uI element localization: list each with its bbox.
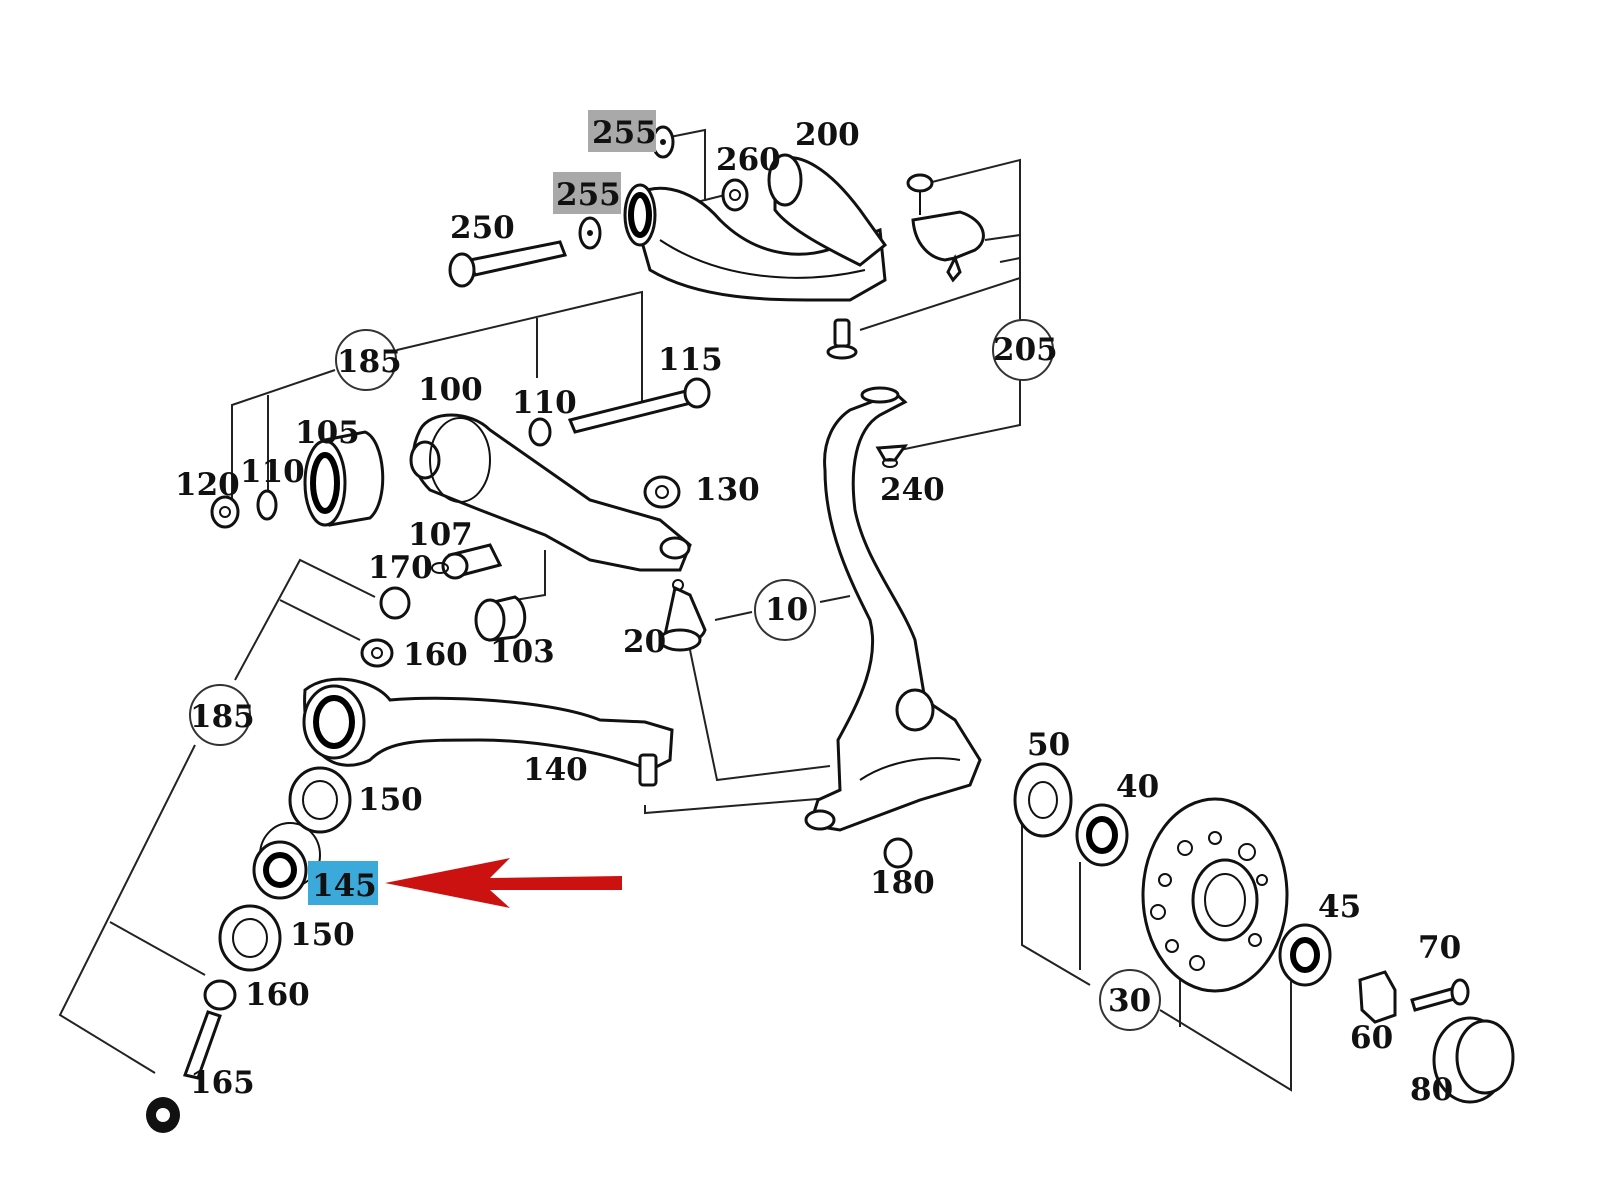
nut-170[interactable] (379, 586, 411, 620)
greyed-label-bg-255-lower (553, 172, 621, 214)
label-255-lower[interactable]: 255 (556, 177, 621, 213)
bushing-145-selected[interactable] (252, 822, 321, 900)
hub-cap-80[interactable] (1432, 1016, 1515, 1104)
nut-120[interactable] (210, 495, 240, 529)
bushing-150-upper[interactable] (288, 766, 352, 834)
bolt-250[interactable] (448, 240, 568, 288)
label-130[interactable]: 130 (695, 472, 760, 508)
label-105[interactable]: 105 (295, 415, 360, 451)
label-185-lower[interactable]: 185 (190, 699, 255, 735)
selected-label-bg-145 (308, 861, 378, 905)
bushing-107[interactable] (431, 543, 503, 580)
bearing-40[interactable] (1075, 803, 1129, 867)
nut-180[interactable] (883, 837, 913, 869)
label-255-top[interactable]: 255 (592, 115, 657, 151)
label-205[interactable]: 205 (993, 332, 1058, 368)
callout-circle-185-upper (335, 329, 397, 391)
label-80[interactable]: 80 (1410, 1072, 1453, 1108)
label-180[interactable]: 180 (870, 865, 935, 901)
callout-circle-10 (754, 579, 816, 641)
label-160-lower[interactable]: 160 (245, 977, 310, 1013)
upper-control-arm[interactable] (623, 153, 888, 302)
bolt-70[interactable] (1410, 978, 1470, 1012)
label-145[interactable]: 145 (312, 868, 377, 904)
label-115[interactable]: 115 (658, 342, 723, 378)
label-100[interactable]: 100 (418, 372, 483, 408)
label-170[interactable]: 170 (368, 550, 433, 586)
label-200[interactable]: 200 (795, 117, 860, 153)
nut-240[interactable] (875, 444, 909, 468)
label-150-lower[interactable]: 150 (290, 917, 355, 953)
label-45[interactable]: 45 (1318, 889, 1361, 925)
callout-circle-30 (1099, 969, 1161, 1031)
bushing-150-lower[interactable] (218, 904, 282, 972)
label-140[interactable]: 140 (523, 752, 588, 788)
bushing-103[interactable] (474, 595, 527, 642)
nut-130[interactable] (643, 475, 681, 509)
label-250[interactable]: 250 (450, 210, 515, 246)
pointer-arrow (385, 858, 622, 908)
bolt-115[interactable] (567, 377, 711, 434)
callout-circle-185-lower (189, 684, 251, 746)
nut-260[interactable] (721, 178, 749, 212)
part-labels: 255 255 260 200 250 205 185 115 100 110 … (175, 115, 1461, 1108)
label-103[interactable]: 103 (490, 634, 555, 670)
bolt-165[interactable] (146, 1010, 222, 1133)
washer-160-lower[interactable] (203, 979, 237, 1011)
bearing-45[interactable] (1278, 923, 1332, 987)
label-110-left[interactable]: 110 (240, 454, 305, 490)
label-240[interactable]: 240 (880, 472, 945, 508)
washer-110-left[interactable] (256, 489, 278, 521)
control-arm-140[interactable] (302, 677, 674, 787)
nut-60[interactable] (1358, 970, 1397, 1024)
label-150-upper[interactable]: 150 (358, 782, 423, 818)
ball-joint-205[interactable] (906, 173, 985, 283)
bolt-upper-arm[interactable] (826, 318, 858, 360)
label-185-upper[interactable]: 185 (337, 344, 402, 380)
lower-control-arm-100[interactable] (409, 413, 692, 572)
label-110-right[interactable]: 110 (512, 385, 577, 421)
washer-110-right[interactable] (528, 417, 552, 447)
label-160-upper[interactable]: 160 (403, 637, 468, 673)
bushing-105[interactable] (303, 430, 385, 527)
callout-circle-205 (992, 319, 1054, 381)
label-50[interactable]: 50 (1027, 727, 1070, 763)
label-40[interactable]: 40 (1116, 769, 1159, 805)
label-165[interactable]: 165 (190, 1065, 255, 1101)
label-120[interactable]: 120 (175, 467, 240, 503)
nut-50[interactable] (1013, 762, 1073, 838)
greyed-label-bg-255-top (588, 110, 656, 152)
label-260[interactable]: 260 (716, 142, 781, 178)
ball-joint-20[interactable] (658, 579, 707, 652)
washer-160-upper[interactable] (360, 638, 394, 668)
label-30[interactable]: 30 (1108, 983, 1151, 1019)
wheel-hub[interactable] (1141, 797, 1289, 993)
label-10[interactable]: 10 (765, 592, 808, 628)
label-20[interactable]: 20 (623, 624, 666, 660)
washer-255-lower[interactable] (578, 216, 602, 250)
label-70[interactable]: 70 (1418, 930, 1461, 966)
label-107[interactable]: 107 (408, 517, 473, 553)
leader-lines (58, 128, 1292, 1092)
steering-knuckle-10[interactable] (804, 386, 982, 832)
label-60[interactable]: 60 (1350, 1020, 1393, 1056)
